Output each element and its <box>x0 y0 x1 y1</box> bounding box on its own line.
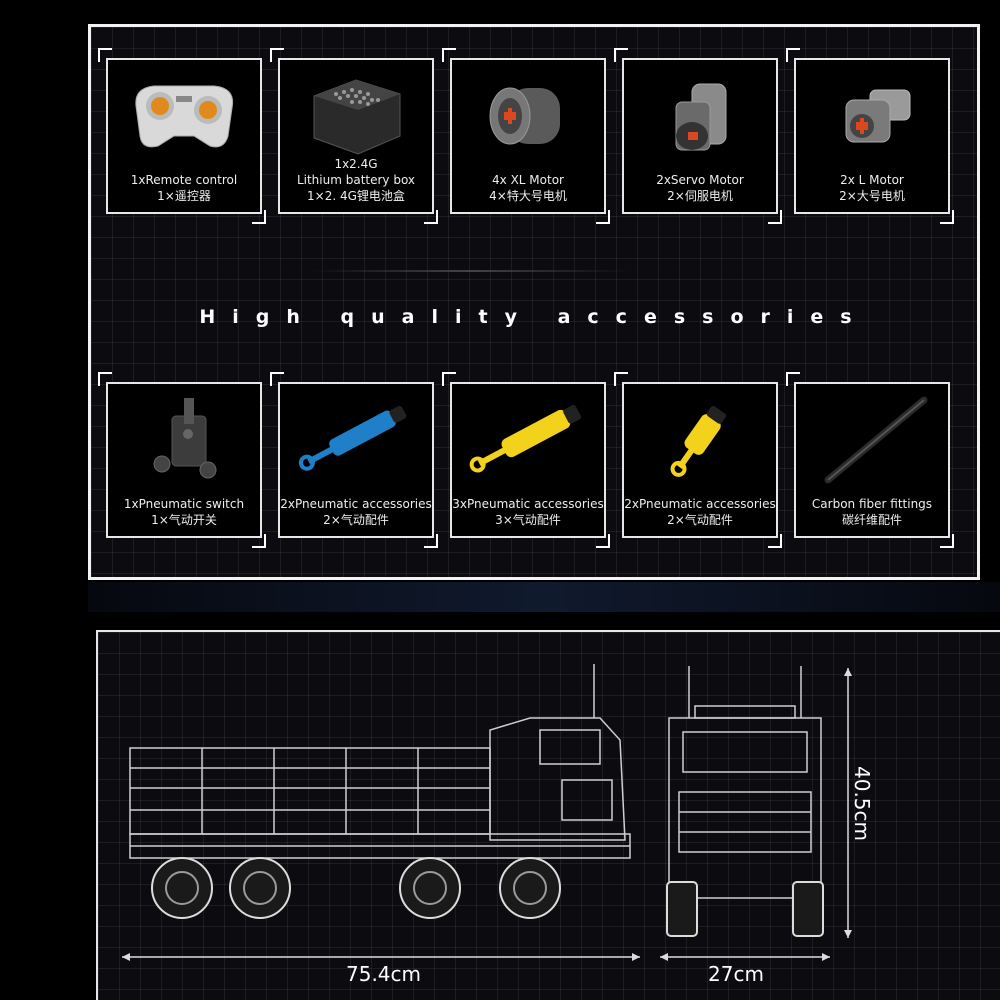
frame-bracket <box>768 210 782 224</box>
dimension-width: 27cm <box>708 962 764 986</box>
blue-cylinder-icon <box>298 405 407 471</box>
frame-bracket <box>98 48 112 62</box>
frame-bracket <box>940 210 954 224</box>
dimensions-panel <box>96 630 1000 1000</box>
battery-box-icon <box>313 79 401 155</box>
frame-bracket <box>442 372 456 386</box>
accessory-card-pneumatic-switch: 1xPneumatic switch 1×气动开关 <box>106 382 262 538</box>
accessory-name-cn: 1×气动开关 <box>151 513 217 527</box>
carbon-rod-icon <box>824 396 928 484</box>
truck-side-view <box>129 664 631 919</box>
accessory-name-en: 2x L Motor <box>840 173 904 187</box>
pneumatic-switch-icon <box>153 398 217 479</box>
accessory-name-en: 4x XL Motor <box>492 173 564 187</box>
accessory-card-servo-motor: 2xServo Motor 2×伺服电机 <box>622 58 778 214</box>
accessory-name-en: Carbon fiber fittings <box>811 497 933 511</box>
frame-bracket <box>768 534 782 548</box>
frame-bracket <box>596 210 610 224</box>
accessory-name-cn: 1×2. 4G锂电池盒 <box>307 189 405 203</box>
accessory-name-en: 2xPneumatic accessories <box>280 497 432 511</box>
accessory-name-cn: 2×伺服电机 <box>667 189 733 203</box>
accessory-name-cn: 1×遥控器 <box>157 189 211 203</box>
frame-bracket <box>252 534 266 548</box>
accessory-name-cn: 3×气动配件 <box>495 513 561 527</box>
remote-control-icon <box>135 85 234 148</box>
accessory-name-en: 2xServo Motor <box>656 173 744 187</box>
yellow-cylinder-icon <box>469 404 581 473</box>
truck-front-view <box>666 666 824 937</box>
accessory-card-yellow-cylinder: 3xPneumatic accessories 3×气动配件 <box>450 382 606 538</box>
xl-motor-icon <box>489 87 560 145</box>
frame-bracket <box>596 534 610 548</box>
accessory-name-en: 1xRemote control <box>130 173 238 187</box>
dimension-length: 75.4cm <box>346 962 422 986</box>
frame-bracket <box>98 372 112 386</box>
accessory-name-cn: 4×特大号电机 <box>489 189 567 203</box>
frame-bracket <box>614 48 628 62</box>
accessory-card-carbon-fiber: Carbon fiber fittings 碳纤维配件 <box>794 382 950 538</box>
accessory-name-en-2: Lithium battery box <box>296 173 416 187</box>
accessory-card-blue-cylinder: 2xPneumatic accessories 2×气动配件 <box>278 382 434 538</box>
accessory-name-cn: 2×气动配件 <box>667 513 733 527</box>
divider-strip <box>88 582 1000 612</box>
frame-bracket <box>270 372 284 386</box>
accessory-card-battery-box: 1x2.4G Lithium battery box 1×2. 4G锂电池盒 <box>278 58 434 214</box>
accessory-name-cn: 碳纤维配件 <box>841 513 902 527</box>
accessory-name-cn: 2×气动配件 <box>323 513 389 527</box>
accessory-name-en: 1x2.4G <box>334 157 378 171</box>
accessory-card-l-motor: 2x L Motor 2×大号电机 <box>794 58 950 214</box>
frame-bracket <box>252 210 266 224</box>
frame-bracket <box>786 372 800 386</box>
frame-bracket <box>424 210 438 224</box>
frame-bracket <box>270 48 284 62</box>
frame-bracket <box>940 534 954 548</box>
l-motor-icon <box>845 89 911 143</box>
accessory-name-cn: 2×大号电机 <box>839 189 905 203</box>
frame-bracket <box>786 48 800 62</box>
accessory-name-en: 1xPneumatic switch <box>123 497 245 511</box>
frame-bracket <box>614 372 628 386</box>
small-yellow-cylinder-icon <box>670 405 727 477</box>
headline-divider <box>310 270 630 272</box>
servo-motor-icon <box>675 83 727 151</box>
accessory-card-xl-motor: 4x XL Motor 4×特大号电机 <box>450 58 606 214</box>
frame-bracket <box>442 48 456 62</box>
accessory-name-en: 2xPneumatic accessories <box>624 497 776 511</box>
accessory-card-remote-control: 1xRemote control 1×遥控器 <box>106 58 262 214</box>
headline: High quality accessories <box>199 306 869 328</box>
dimension-height: 40.5cm <box>850 766 874 842</box>
accessory-card-small-yellow-cylinder: 2xPneumatic accessories 2×气动配件 <box>622 382 778 538</box>
accessory-name-en: 3xPneumatic accessories <box>452 497 604 511</box>
frame-bracket <box>424 534 438 548</box>
